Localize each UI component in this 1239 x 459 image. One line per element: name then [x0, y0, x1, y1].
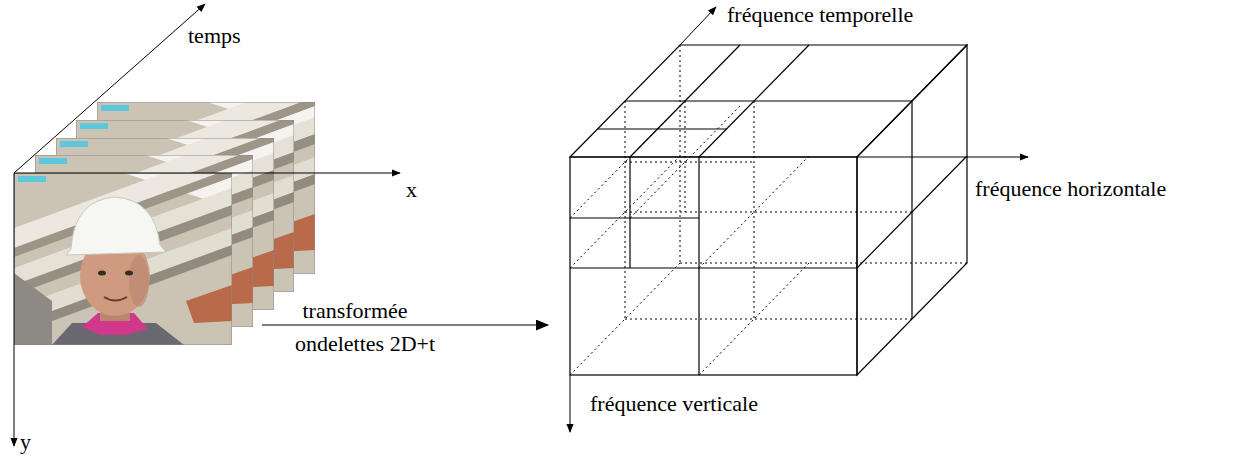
subband-line [629, 157, 630, 268]
cube-hidden-lines [570, 45, 967, 375]
video-axes [14, 4, 400, 446]
transform-label: transformée [302, 299, 407, 322]
axis-label: x [406, 178, 417, 201]
vertical-frequency-axis [570, 375, 571, 432]
depth-line [630, 106, 740, 218]
horizontal-frequency-axis [857, 157, 1028, 158]
video-frame [14, 148, 232, 345]
hidden-edge [680, 263, 967, 264]
subband-line [598, 128, 727, 129]
axis-label: y [20, 430, 31, 453]
subband-line [698, 157, 699, 375]
axis-label: fréquence horizontale [975, 177, 1166, 200]
depth-line [699, 263, 809, 375]
slice-line [625, 212, 912, 213]
subband-line [911, 101, 912, 319]
depth-line [570, 156, 680, 268]
subband-line [570, 267, 857, 268]
slice-line [625, 162, 754, 163]
x-axis [14, 173, 400, 174]
slice-line [754, 101, 755, 319]
temporal-frequency-axis [680, 7, 716, 45]
axis-label: temps [188, 24, 241, 47]
subband-line [857, 156, 967, 268]
y-axis [14, 173, 15, 446]
frequency-axes [570, 7, 1028, 432]
cube-right-face [857, 45, 967, 375]
cube-front-face [570, 157, 857, 375]
subband-line [570, 217, 699, 218]
subband-line [625, 100, 912, 101]
axis-label: fréquence temporelle [727, 3, 913, 26]
hidden-edge [680, 45, 681, 263]
cube-top-face [570, 45, 967, 157]
slice-line [625, 319, 912, 320]
depth-line [699, 156, 809, 268]
transform-label: ondelettes 2D+t [295, 332, 435, 355]
cube-visible-lines [570, 45, 967, 375]
transform-arrow [262, 324, 548, 325]
axis-label: fréquence verticale [590, 392, 758, 415]
time-axis [14, 4, 205, 173]
slice-line [625, 101, 626, 319]
